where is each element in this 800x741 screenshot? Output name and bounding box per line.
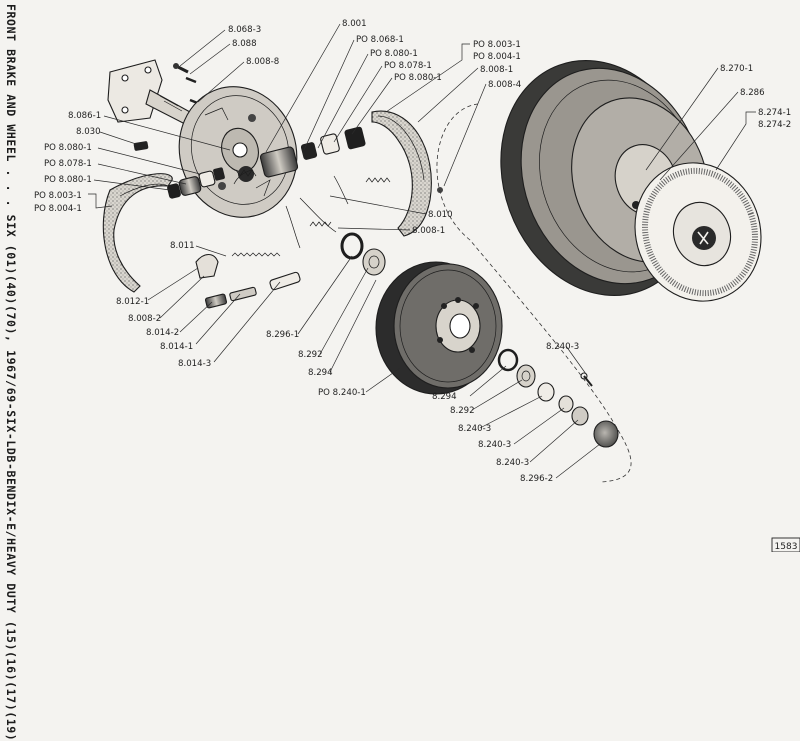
assembly-path-line — [436, 103, 632, 483]
callout: 8.008-1 — [480, 65, 513, 75]
callout: PO 8.080-1 — [44, 143, 92, 153]
callout: 8.240-3 — [496, 458, 529, 468]
callout: 8.014-1 — [160, 342, 193, 352]
steering-knuckle — [107, 59, 191, 125]
callout: 8.001 — [342, 19, 367, 29]
callout: 8.008-4 — [488, 80, 521, 90]
callout: 8.088 — [232, 39, 257, 49]
callout: 8.086-1 — [68, 111, 101, 121]
callout: PO 8.004-1 — [34, 204, 82, 214]
cylinder-cup-parts-left — [133, 141, 225, 199]
callout: 8.292 — [298, 350, 323, 360]
callout: PO 8.080-1 — [44, 175, 92, 185]
brake-shoe-right — [371, 110, 432, 237]
callout: 8.012-1 — [116, 297, 149, 307]
callout: 8.068-3 — [228, 25, 261, 35]
callout: 8.240-3 — [546, 342, 579, 352]
callout: PO 8.240-1 — [318, 388, 366, 398]
callout: 8.274-1 — [758, 108, 791, 118]
callout: 8.292 — [450, 406, 475, 416]
callout: PO 8.080-1 — [394, 73, 442, 83]
brake-shoe-left — [102, 173, 173, 293]
inner-bearing-set — [340, 232, 386, 276]
callout: PO 8.068-1 — [356, 35, 404, 45]
callout: 8.286 — [740, 88, 765, 98]
callout: 8.240-3 — [458, 424, 491, 434]
springs — [231, 175, 443, 257]
exploded-diagram: 1583 — [34, 19, 800, 552]
callout: 8.030 — [76, 127, 101, 137]
page-number-box: 1583 — [771, 537, 800, 552]
brake-drum — [375, 261, 503, 395]
callout-labels: 8.068-3 8.088 8.008-8 8.001 PO 8.068-1 P… — [34, 19, 791, 484]
callout: PO 8.078-1 — [44, 159, 92, 169]
callout: PO 8.080-1 — [370, 49, 418, 59]
callout: 8.014-3 — [178, 359, 211, 369]
callout: 8.294 — [308, 368, 333, 378]
adjuster-parts — [195, 253, 301, 309]
callout: PO 8.004-1 — [473, 52, 521, 62]
callout: 8.274-2 — [758, 120, 791, 130]
callout: 8.240-3 — [478, 440, 511, 450]
page-number: 1583 — [775, 542, 798, 552]
wheel-cylinder — [233, 126, 366, 185]
parts-catalog-page: FRONT BRAKE AND WHEEL . . . SIX (01)(40)… — [4, 4, 800, 741]
outer-bearing-set — [497, 348, 619, 448]
callout: 8.296-2 — [520, 474, 553, 484]
callout: 8.294 — [432, 392, 457, 402]
callout: 8.008-2 — [128, 314, 161, 324]
callout: 8.296-1 — [266, 330, 299, 340]
hub-cap — [634, 162, 762, 302]
callout: 8.008-8 — [246, 57, 279, 67]
callout: PO 8.003-1 — [34, 191, 82, 201]
callout: PO 8.078-1 — [384, 61, 432, 71]
leader-lines — [88, 23, 756, 479]
callout: 8.011 — [170, 241, 195, 251]
callout: PO 8.003-1 — [473, 40, 521, 50]
callout: 8.270-1 — [720, 64, 753, 74]
callout: 8.010 — [428, 210, 453, 220]
callout: 8.014-2 — [146, 328, 179, 338]
callout: 8.008-1 — [412, 226, 445, 236]
